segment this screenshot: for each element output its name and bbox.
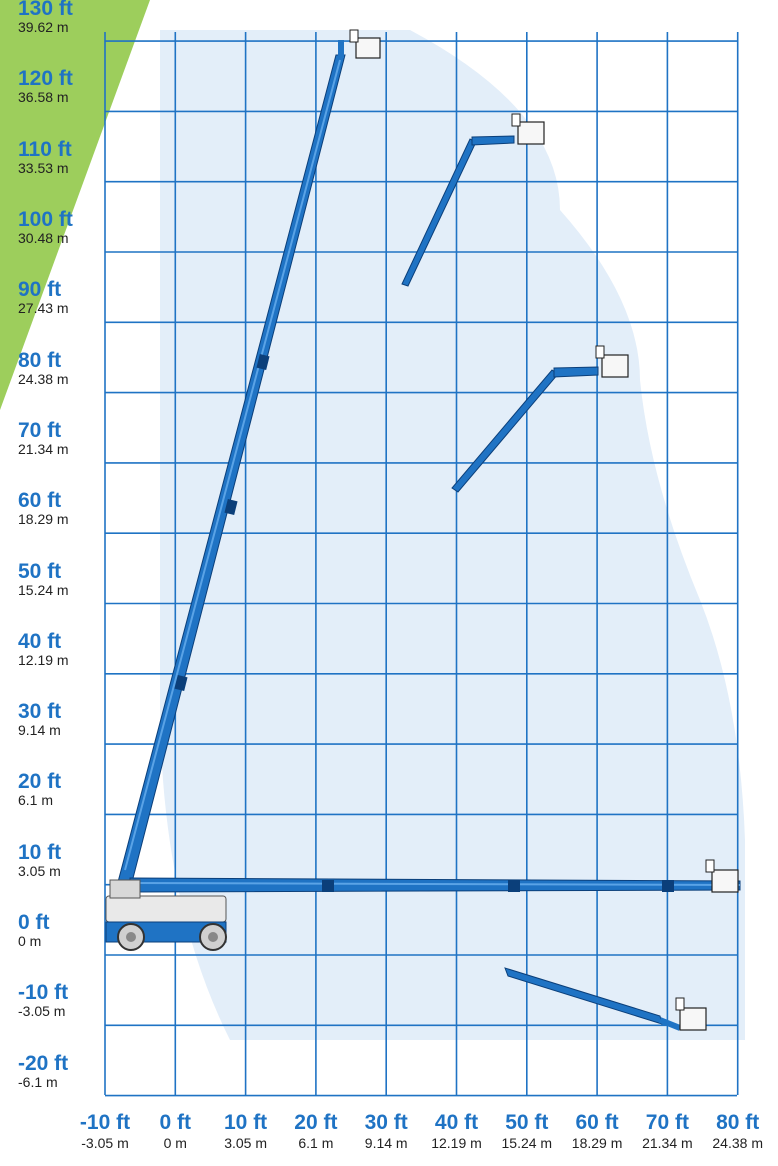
vertical-boom-collar [256, 353, 270, 371]
platform-basket-icon [338, 29, 381, 59]
mid-reach-boom-jib [553, 366, 599, 378]
platform-basket-icon [595, 345, 629, 378]
chassis-turntable [109, 879, 141, 899]
upper-reach-boom-jib [471, 135, 515, 146]
chassis-body [105, 895, 227, 923]
boom-positions [105, 29, 741, 1031]
horizontal-boom-collar [662, 880, 674, 892]
wheel-icon [126, 932, 136, 942]
wheel-icon [208, 932, 218, 942]
working-envelope-area [160, 30, 745, 1040]
horizontal-boom-collar [322, 880, 334, 892]
vertical-boom-collar [224, 498, 238, 516]
boom-upper-reach [401, 113, 545, 287]
below-grade-boom-jib [658, 1017, 682, 1031]
vertical-boom-highlight [124, 59, 341, 871]
lift-chassis [105, 879, 227, 951]
green-accent-stripe [0, 0, 150, 410]
boom-below-grade [504, 967, 707, 1031]
boom-mid-reach [451, 345, 629, 493]
boom-horizontal [129, 859, 741, 893]
platform-basket-icon [511, 113, 545, 145]
platform-basket-icon [675, 997, 707, 1031]
horizontal-boom-highlight [129, 882, 741, 886]
platform-basket-icon [705, 859, 739, 893]
horizontal-boom-collar [508, 880, 520, 892]
vertical-boom-collar [174, 674, 188, 692]
